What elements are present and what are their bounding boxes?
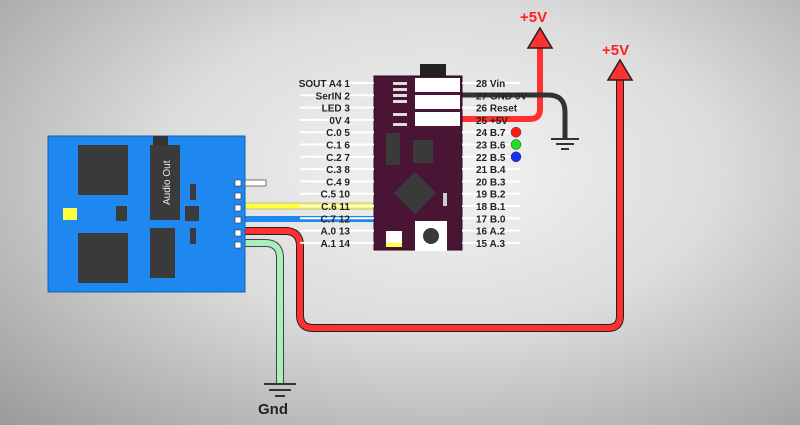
- pin-label-right: 23 B.6: [476, 141, 506, 152]
- pin-label-left: C.2 7: [326, 153, 350, 164]
- pin-label-left: A.1 14: [321, 239, 351, 250]
- pin-label-left: C.4 9: [326, 177, 350, 188]
- pin-label-right: 24 B.7: [476, 128, 506, 139]
- led-b6: [510, 139, 522, 150]
- led-b7: [510, 126, 522, 138]
- wire-white: [241, 179, 267, 187]
- pin-label-right: 16 A.2: [476, 227, 506, 238]
- vcc-arrow-right: [606, 58, 634, 81]
- pin-label-right: 26 Reset: [476, 104, 518, 115]
- pin-label-right: 17 B.0: [476, 214, 506, 225]
- ground-icon-module: [264, 383, 296, 397]
- ground-label: Gnd: [258, 401, 288, 418]
- pin-label-left: SOUT A4 1: [299, 79, 351, 90]
- pin-label-left: C.6 11: [321, 202, 350, 213]
- pin-label-left: C.5 10: [321, 190, 351, 201]
- pin-label-left: C.0 5: [326, 128, 350, 139]
- pin-label-left: LED 3: [322, 104, 351, 115]
- pin-label-right: 20 B.3: [476, 177, 506, 188]
- pin-label-right: 27 GND 0V: [476, 91, 527, 102]
- pin-label-right: 21 B.4: [476, 165, 506, 176]
- wire-ground-module: [245, 239, 284, 383]
- pin-label-left: C.7 12: [321, 214, 351, 225]
- audio-module: Audio Out: [47, 135, 246, 293]
- wire-ground-chip: [462, 92, 568, 138]
- vcc-arrow-top: [526, 26, 554, 49]
- pin-label-left: C.3 8: [326, 165, 350, 176]
- vcc-label-top: +5V: [520, 9, 547, 26]
- ground-icon-chip: [551, 138, 579, 150]
- pin-label-left: 0V 4: [329, 116, 350, 127]
- pin-label-left: A.0 13: [321, 227, 351, 238]
- pin-label-right: 25 +5V: [476, 116, 508, 127]
- pin-label-right: 19 B.2: [476, 190, 506, 201]
- pin-label-right: 18 B.1: [476, 202, 506, 213]
- pin-label-right: 28 Vin: [476, 79, 505, 90]
- picaxe-board: [373, 64, 463, 251]
- pin-label-right: 22 B.5: [476, 153, 506, 164]
- audio-out-label: Audio Out: [162, 160, 173, 205]
- pin-label-left: C.1 6: [326, 141, 350, 152]
- vcc-label-right: +5V: [602, 42, 629, 59]
- wire-power-chip: [462, 45, 543, 122]
- pin-label-right: 15 A.3: [476, 239, 506, 250]
- led-b5: [510, 151, 522, 163]
- pin-label-left: SerIN 2: [316, 91, 351, 102]
